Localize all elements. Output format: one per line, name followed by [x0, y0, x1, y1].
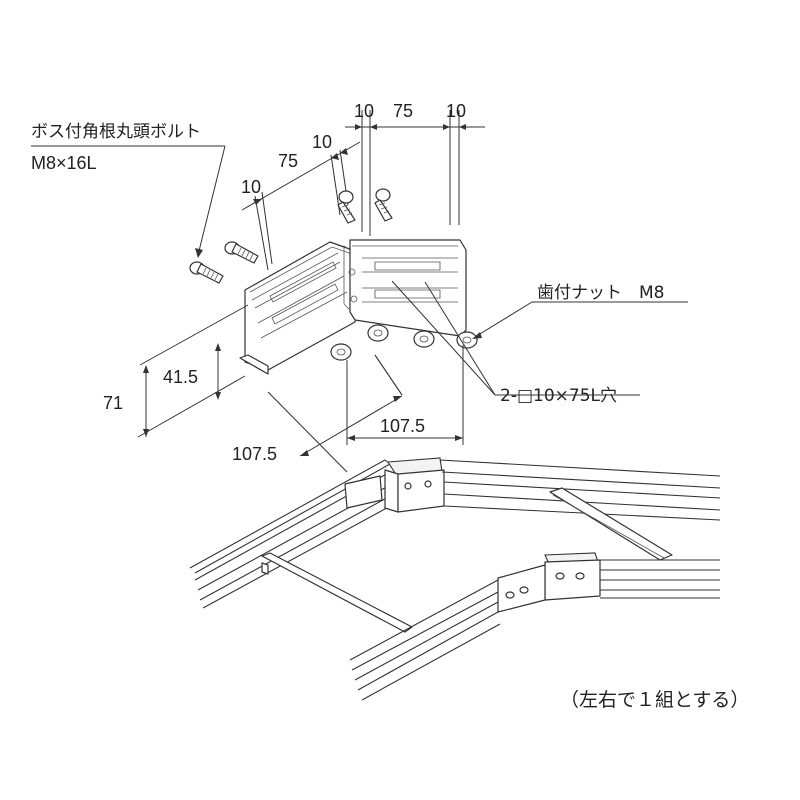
dim-left-10-lower: 10 [241, 177, 261, 197]
bolt-name-label: ボス付角根丸頭ボルト [31, 122, 201, 142]
dim-top-right-10: 10 [446, 101, 466, 121]
nut-label: 歯付ナット M8 [537, 283, 664, 303]
nut-2 [367, 324, 389, 342]
dim-top-mid-75: 75 [393, 101, 413, 121]
dim-width-107-5-right: 107.5 [380, 416, 425, 436]
dim-left-10-upper: 10 [312, 132, 332, 152]
bolt-size-label: M8×16L [31, 153, 97, 173]
right-splice-plate [343, 239, 467, 337]
height-dimension-group [137, 304, 249, 438]
left-splice-plate [239, 241, 359, 375]
bolt-3 [337, 190, 356, 224]
nut-leader [472, 301, 688, 339]
dim-height-71: 71 [103, 393, 123, 413]
dim-top-left-10: 10 [354, 101, 374, 121]
diagonal-dimension-group [241, 141, 361, 271]
dim-height-41-5: 41.5 [163, 367, 198, 387]
hole-label: 2-□10×75L穴 [500, 386, 617, 406]
width-dimension-group [267, 345, 464, 473]
dim-width-107-5-left: 107.5 [232, 444, 277, 464]
bolt-4 [374, 188, 393, 222]
nut-4 [456, 331, 478, 349]
nut-1 [330, 343, 352, 361]
bolt-1 [189, 261, 224, 284]
ladder-assembly [189, 457, 721, 701]
top-dimension-group [345, 110, 485, 236]
assembly-note: （左右で１組とする） [560, 689, 749, 711]
nut-3 [413, 330, 435, 348]
dim-left-75: 75 [278, 151, 298, 171]
bolt-leader [31, 145, 226, 258]
bolt-2 [224, 241, 259, 264]
